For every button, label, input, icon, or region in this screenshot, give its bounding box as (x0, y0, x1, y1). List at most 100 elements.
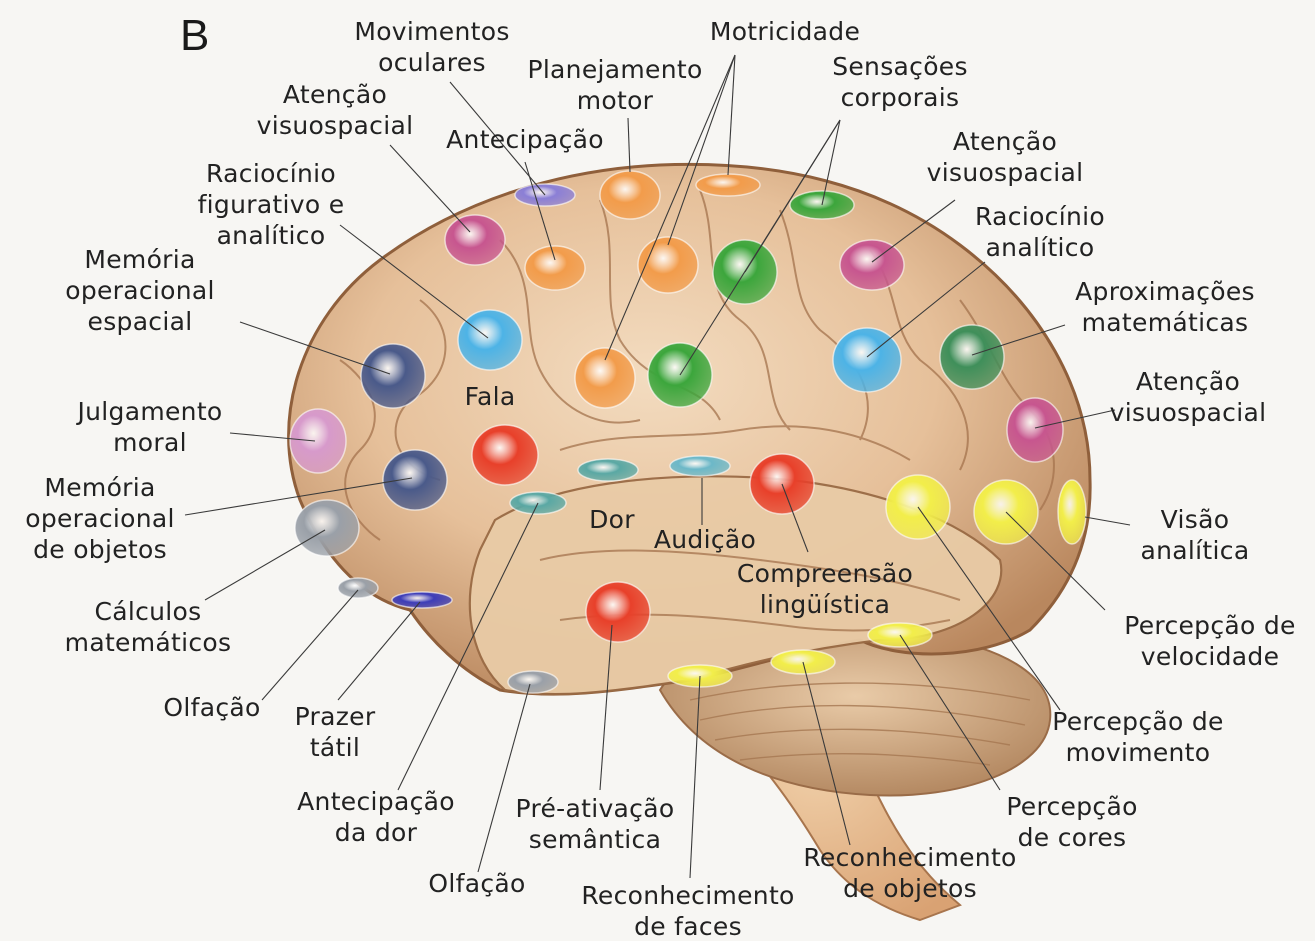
olfacao-1-marker (338, 578, 378, 598)
pre-ativacao-semantica-label-line: Pré-ativação (516, 794, 675, 823)
raciocinio-analitico-label: Raciocínioanalítico (975, 202, 1105, 262)
pre-ativacao-semantica-marker (586, 582, 650, 642)
antecipacao-label-line: Antecipação (446, 125, 604, 154)
prazer-tatil-label-line: Prazer (295, 702, 376, 731)
raciocinio-figurativo-label: Raciocíniofigurativo eanalítico (198, 159, 345, 250)
sensacoes-corporais-label-line: corporais (841, 83, 960, 112)
motricidade-label: Motricidade (710, 17, 860, 46)
raciocinio-figurativo-label-line: figurativo e (198, 190, 345, 219)
olfacao-2-marker (508, 671, 558, 693)
compreensao-linguistica-label-line: Compreensão (737, 559, 913, 588)
calculos-matematicos-marker (295, 500, 359, 556)
panel-letter: B (180, 11, 209, 60)
antecipacao-marker (525, 246, 585, 290)
raciocinio-analitico-label-line: Raciocínio (975, 202, 1105, 231)
memoria-op-objetos-marker (383, 450, 447, 510)
percepcao-movimento-label-line: movimento (1066, 738, 1211, 767)
fala-label-line: Fala (465, 382, 516, 411)
planejamento-motor-label-line: Planejamento (527, 55, 702, 84)
julgamento-moral-label-line: moral (113, 428, 187, 457)
planejamento-motor-marker (600, 171, 660, 219)
motricidade-label-line: Motricidade (710, 17, 860, 46)
reconhecimento-faces-label: Reconhecimentode faces (581, 881, 794, 941)
atencao-visuospacial-3-label: Atençãovisuospacial (1110, 367, 1267, 427)
atencao-visuospacial-1-marker (445, 215, 505, 265)
olfacao-2-label: Olfação (428, 869, 525, 898)
raciocinio-figurativo-marker (458, 310, 522, 370)
sensacoes-corporais-label-line: Sensações (832, 52, 968, 81)
percepcao-cores-label-line: de cores (1018, 823, 1127, 852)
fala-marker (472, 425, 538, 485)
calculos-matematicos-label-line: Cálculos (95, 597, 202, 626)
atencao-visuospacial-3-label-line: visuospacial (1110, 398, 1267, 427)
olfacao-1-label: Olfação (163, 693, 260, 722)
audicao-marker (670, 456, 730, 476)
raciocinio-figurativo-label-line: analítico (217, 221, 326, 250)
aproximacoes-matematicas-marker (940, 325, 1004, 389)
calculos-matematicos-label-line: matemáticos (65, 628, 232, 657)
atencao-visuospacial-3-marker (1007, 398, 1063, 462)
atencao-visuospacial-1-label-line: visuospacial (257, 111, 414, 140)
compreensao-linguistica-label-line: lingüística (760, 590, 891, 619)
antecipacao-dor-label-line: da dor (335, 818, 418, 847)
memoria-op-objetos-label-line: Memória (44, 473, 155, 502)
atencao-visuospacial-2-label-line: Atenção (953, 127, 1057, 156)
aproximacoes-matematicas-label-line: matemáticas (1082, 308, 1249, 337)
motricidade-marker (575, 348, 635, 408)
visao-analitica-marker (1058, 480, 1086, 544)
motricidade-marker (638, 237, 698, 293)
olfacao-1-leader (262, 590, 358, 700)
dor-marker (578, 459, 638, 481)
reconhecimento-faces-label-line: de faces (634, 912, 742, 941)
pre-ativacao-semantica-label-line: semântica (529, 825, 661, 854)
calculos-matematicos-leader (205, 530, 325, 600)
prazer-tatil-leader (338, 602, 420, 700)
movimentos-oculares-label-line: Movimentos (354, 17, 509, 46)
antecipacao-dor-label-line: Antecipação (297, 787, 455, 816)
visao-analitica-label-line: Visão (1161, 505, 1230, 534)
atencao-visuospacial-3-label-line: Atenção (1136, 367, 1240, 396)
planejamento-motor-label: Planejamentomotor (527, 55, 702, 115)
visao-analitica-label-line: analítica (1141, 536, 1250, 565)
percepcao-cores-label-line: Percepção (1006, 792, 1137, 821)
aproximacoes-matematicas-label-line: Aproximações (1075, 277, 1255, 306)
olfacao-2-label-line: Olfação (428, 869, 525, 898)
memoria-op-espacial-label-line: Memória (84, 245, 195, 274)
memoria-op-objetos-label-line: de objetos (33, 535, 167, 564)
atencao-visuospacial-2-label-line: visuospacial (927, 158, 1084, 187)
planejamento-motor-leader (628, 118, 630, 172)
fala-label: Fala (465, 382, 516, 411)
percepcao-movimento-label-line: Percepção de (1052, 707, 1223, 736)
atencao-visuospacial-2-marker (840, 240, 904, 290)
atencao-visuospacial-1-label: Atençãovisuospacial (257, 80, 414, 140)
reconhecimento-objetos-label-line: Reconhecimento (803, 843, 1016, 872)
memoria-op-espacial-marker (361, 344, 425, 408)
prazer-tatil-label: Prazertátil (295, 702, 376, 762)
atencao-visuospacial-1-leader (390, 145, 470, 232)
motricidade-marker (696, 174, 760, 196)
planejamento-motor-label-line: motor (577, 86, 654, 115)
audicao-label: Audição (654, 525, 756, 554)
prazer-tatil-label-line: tátil (310, 733, 360, 762)
julgamento-moral-label-line: Julgamento (75, 397, 222, 426)
antecipacao-label: Antecipação (446, 125, 604, 154)
memoria-op-espacial-label-line: espacial (88, 307, 193, 336)
movimentos-oculares-label: Movimentosoculares (354, 17, 509, 77)
percepcao-velocidade-label-line: velocidade (1141, 642, 1280, 671)
dor-label-line: Dor (589, 505, 635, 534)
olfacao-1-label-line: Olfação (163, 693, 260, 722)
raciocinio-figurativo-label-line: Raciocínio (206, 159, 336, 188)
visao-analitica-leader (1085, 517, 1130, 525)
memoria-op-objetos-label-line: operacional (25, 504, 175, 533)
memoria-op-espacial-label-line: operacional (65, 276, 215, 305)
movimentos-oculares-label-line: oculares (378, 48, 486, 77)
prazer-tatil-marker (392, 592, 452, 608)
